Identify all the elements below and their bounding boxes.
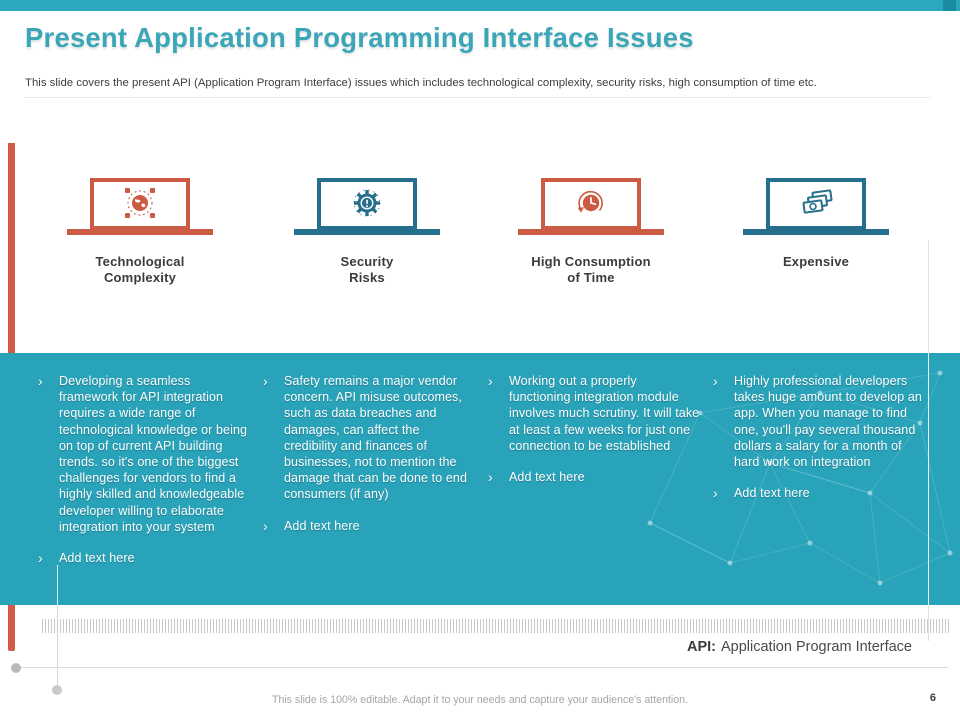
connector-dot	[52, 685, 62, 695]
laptop-frame	[67, 178, 213, 236]
timeline-line	[16, 667, 948, 668]
bullet-marker: ›	[263, 517, 268, 534]
bullet-marker: ›	[38, 550, 43, 567]
add-text-placeholder[interactable]: Add text here	[284, 518, 360, 533]
bullet-item: › Working out a properly functioning int…	[488, 373, 700, 454]
clock-refresh-icon	[577, 190, 603, 213]
network-pattern-decoration	[647, 370, 953, 586]
add-text-placeholder[interactable]: Add text here	[509, 470, 585, 485]
add-text-placeholder[interactable]: Add text here	[734, 486, 810, 501]
right-connector-line	[928, 240, 929, 353]
issue-label: Security Risks	[340, 254, 394, 285]
bullet-text: Safety remains a major vendor concern. A…	[284, 374, 468, 502]
bullet-text: Working out a properly functioning integ…	[509, 374, 700, 453]
bullet-marker: ›	[488, 469, 493, 486]
issue-header-expensive: Expensive	[716, 178, 916, 270]
bullet-text: Developing a seamless framework for API …	[59, 374, 248, 534]
bullet-marker: ›	[488, 373, 493, 389]
right-connector-line	[928, 353, 929, 605]
bullet-item: › Developing a seamless framework for AP…	[38, 373, 250, 535]
issue-label: Expensive	[782, 254, 850, 269]
issue-header-technological-complexity: Technological Complexity	[40, 178, 240, 285]
issue-header-high-consumption-of-time: High Consumption of Time	[491, 178, 691, 285]
bullet-marker: ›	[713, 485, 718, 502]
issue-detail-expensive: › Highly professional developers takes h…	[713, 373, 925, 516]
issue-label: Technological Complexity	[95, 254, 185, 285]
bullet-item: › Add text here	[488, 469, 700, 485]
timeline-dot	[11, 663, 21, 673]
api-footnote: API:Application Program Interface	[687, 639, 912, 655]
money-icon	[802, 189, 833, 214]
page-title: Present Application Programming Interfac…	[25, 22, 694, 53]
bullet-item: › Add text here	[38, 550, 250, 566]
issue-detail-security-risks: › Safety remains a major vendor concern.…	[263, 373, 475, 549]
page-subtitle: This slide covers the present API (Appli…	[25, 77, 817, 89]
bullet-text: Highly professional developers takes hug…	[734, 374, 922, 470]
bullet-marker: ›	[263, 373, 268, 389]
page-number: 6	[929, 692, 936, 704]
tick-ruler-decoration	[42, 619, 950, 633]
issue-header-security-risks: Security Risks	[267, 178, 467, 285]
issue-detail-technological-complexity: › Developing a seamless framework for AP…	[38, 373, 250, 581]
laptop-frame	[294, 178, 440, 236]
bullet-item: › Safety remains a major vendor concern.…	[263, 373, 475, 503]
bullet-marker: ›	[38, 373, 43, 389]
globe-selection-icon	[125, 188, 155, 218]
issue-label: High Consumption of Time	[531, 254, 651, 285]
issues-band: › Developing a seamless framework for AP…	[0, 353, 960, 605]
add-text-placeholder[interactable]: Add text here	[59, 551, 135, 566]
gear-alert-icon	[353, 189, 381, 217]
top-accent-bar-end	[943, 0, 956, 11]
bullet-marker: ›	[713, 373, 718, 389]
bullet-item: › Highly professional developers takes h…	[713, 373, 925, 470]
left-connector-line	[57, 565, 58, 605]
issue-detail-high-consumption-of-time: › Working out a properly functioning int…	[488, 373, 700, 500]
bullet-item: › Add text here	[263, 518, 475, 534]
left-connector-line	[57, 605, 58, 690]
bullet-item: › Add text here	[713, 485, 925, 501]
api-footnote-definition: Application Program Interface	[720, 639, 912, 655]
editable-note: This slide is 100% editable. Adapt it to…	[271, 694, 689, 706]
top-accent-bar	[0, 0, 960, 11]
dotted-separator	[25, 97, 930, 98]
laptop-frame	[518, 178, 664, 236]
laptop-frame	[743, 178, 889, 236]
api-footnote-term: API:	[686, 639, 716, 655]
